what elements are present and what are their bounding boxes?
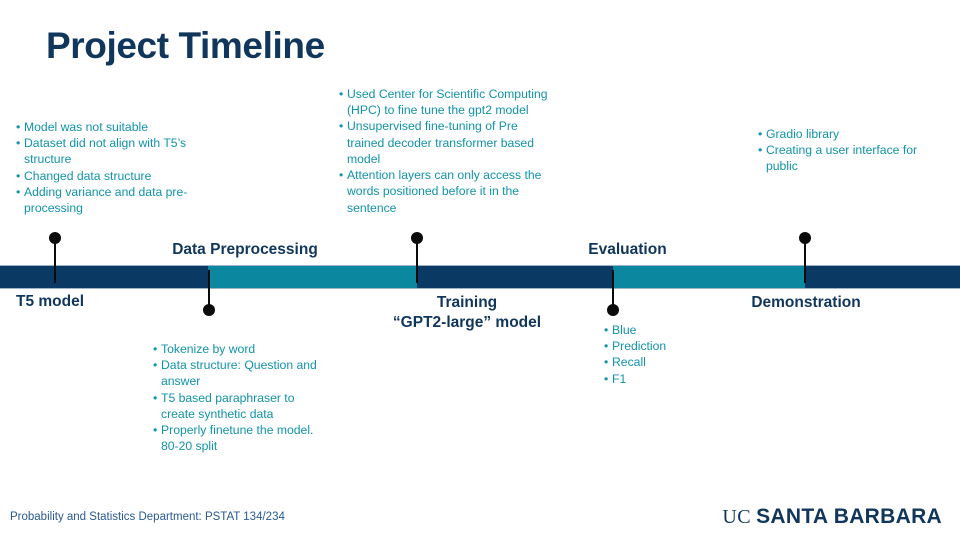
milestone-pin-evaluation[interactable] bbox=[607, 270, 619, 316]
notes-data-preprocessing: •Tokenize by word •Data structure: Quest… bbox=[153, 341, 328, 455]
bullet-icon: • bbox=[604, 355, 609, 370]
pin-dot-icon bbox=[799, 232, 811, 244]
list-item: •Adding variance and data pre-processing bbox=[16, 184, 188, 216]
bullet-icon: • bbox=[339, 87, 344, 101]
page-title: Project Timeline bbox=[46, 25, 325, 66]
notes-list-t5-model: •Model was not suitable •Dataset did not… bbox=[16, 119, 232, 216]
list-item: •Properly finetune the model. 80-20 spli… bbox=[153, 423, 314, 454]
list-item: •F1 bbox=[604, 371, 627, 386]
bullet-icon: • bbox=[153, 423, 158, 438]
ucsb-logo: UC SANTA BARBARA bbox=[722, 505, 942, 529]
bullet-icon: • bbox=[153, 358, 158, 373]
pin-dot-icon bbox=[607, 304, 619, 316]
pin-dot-icon bbox=[411, 232, 423, 244]
segment-navy-2 bbox=[417, 266, 613, 288]
list-item: •Model was not suitable bbox=[16, 120, 148, 134]
bullet-icon: • bbox=[604, 371, 609, 386]
phase-label-data-preprocessing: Data Preprocessing bbox=[172, 241, 318, 258]
phase-label-evaluation: Evaluation bbox=[588, 241, 667, 258]
pin-dot-icon bbox=[49, 232, 61, 244]
segment-teal-2 bbox=[613, 266, 805, 288]
bullet-icon: • bbox=[16, 136, 21, 151]
list-item: •Prediction bbox=[604, 339, 667, 354]
bullet-icon: • bbox=[153, 390, 158, 405]
bullet-icon: • bbox=[758, 143, 763, 158]
milestone-pin-data-preprocessing[interactable] bbox=[203, 270, 215, 316]
milestone-pin-t5-model[interactable] bbox=[49, 232, 61, 283]
notes-list-training: •Used Center for Scientific Computing (H… bbox=[339, 86, 552, 216]
list-item: •Tokenize by word bbox=[153, 342, 256, 356]
segment-navy-3 bbox=[805, 266, 960, 288]
segment-navy-1 bbox=[0, 266, 208, 288]
phase-label-training: Training “GPT2-large” model bbox=[372, 293, 562, 333]
bullet-icon: • bbox=[604, 323, 609, 337]
bullet-icon: • bbox=[16, 168, 21, 183]
phase-label-training-line2: “GPT2-large” model bbox=[392, 313, 542, 331]
notes-training: •Used Center for Scientific Computing (H… bbox=[339, 86, 552, 216]
bullet-icon: • bbox=[153, 342, 158, 356]
milestone-pin-training[interactable] bbox=[411, 232, 423, 283]
notes-demonstration: •Gradio library •Creating a user interfa… bbox=[758, 126, 938, 175]
segment-teal-1 bbox=[208, 266, 417, 288]
bullet-icon: • bbox=[339, 119, 344, 134]
ucsb-logo-uc: UC bbox=[722, 506, 752, 528]
list-item: •Recall bbox=[604, 355, 646, 370]
notes-list-evaluation: •Blue •Prediction •Recall •F1 bbox=[604, 322, 734, 387]
list-item: •Used Center for Scientific Computing (H… bbox=[339, 87, 548, 118]
notes-t5-model: •Model was not suitable •Dataset did not… bbox=[16, 119, 232, 216]
list-item: •Attention layers can only access the wo… bbox=[339, 168, 542, 215]
list-item: •Blue bbox=[604, 323, 637, 337]
list-item: •Dataset did not align with T5’s structu… bbox=[16, 136, 187, 167]
pin-dot-icon bbox=[203, 304, 215, 316]
phase-label-training-line1: Training bbox=[436, 294, 498, 311]
bullet-icon: • bbox=[339, 168, 344, 183]
bullet-icon: • bbox=[604, 339, 609, 354]
footer-course-text: Probability and Statistics Department: P… bbox=[10, 511, 285, 523]
ucsb-logo-name: SANTA BARBARA bbox=[756, 505, 942, 528]
list-item: •Gradio library bbox=[758, 127, 840, 141]
list-item: •Creating a user interface for public bbox=[758, 143, 918, 174]
bullet-icon: • bbox=[16, 120, 21, 134]
bullet-icon: • bbox=[16, 184, 21, 199]
bullet-icon: • bbox=[758, 127, 763, 141]
list-item: •Changed data structure bbox=[16, 168, 152, 183]
phase-label-t5-model: T5 model bbox=[16, 293, 85, 310]
list-item: •Data structure: Question and answer bbox=[153, 358, 317, 389]
timeline-bar bbox=[0, 265, 960, 289]
phase-label-demonstration: Demonstration bbox=[751, 294, 861, 311]
notes-list-data-preprocessing: •Tokenize by word •Data structure: Quest… bbox=[153, 341, 328, 455]
list-item: •Unsupervised fine-tuning of Pre trained… bbox=[339, 119, 534, 166]
notes-list-demonstration: •Gradio library •Creating a user interfa… bbox=[758, 126, 938, 175]
list-item: • T5 based paraphraser to create synthet… bbox=[153, 390, 295, 421]
notes-evaluation: •Blue •Prediction •Recall •F1 bbox=[604, 322, 734, 387]
milestone-pin-demonstration[interactable] bbox=[799, 232, 811, 283]
